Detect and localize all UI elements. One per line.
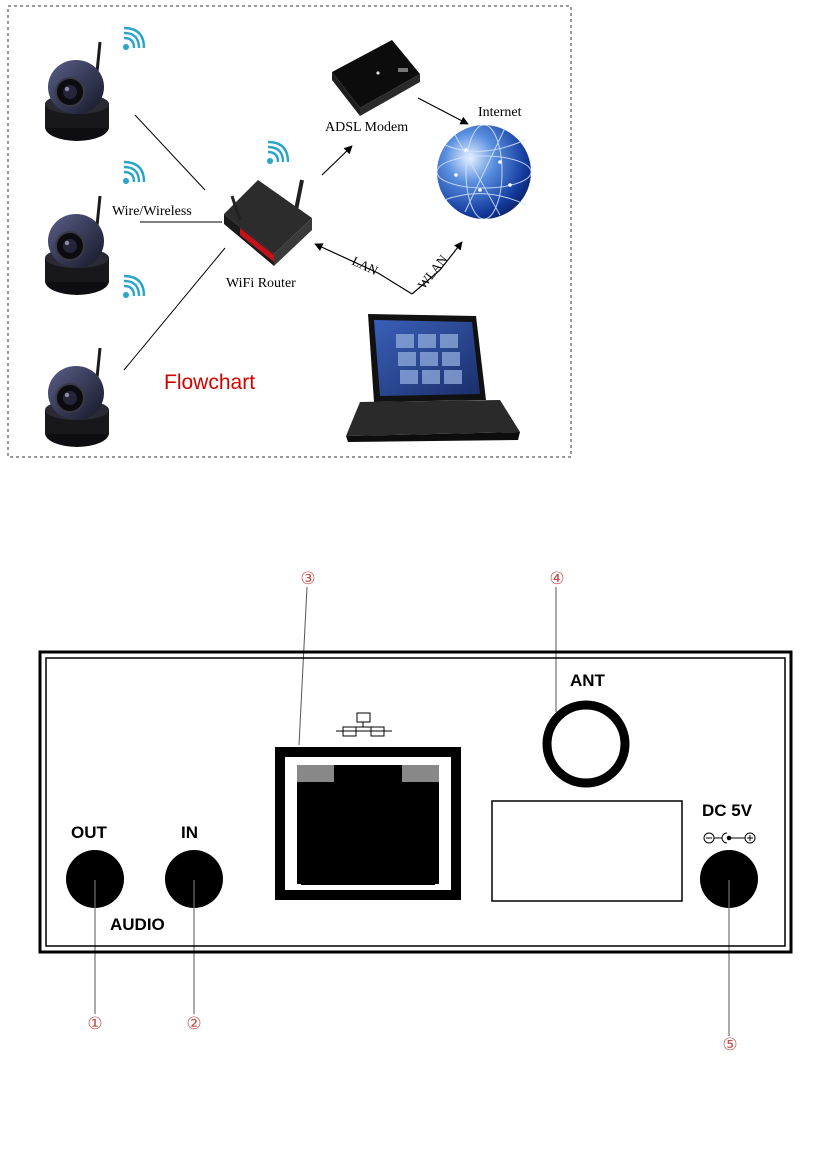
internet-label: Internet: [478, 105, 522, 120]
adsl-modem-label: ADSL Modem: [325, 120, 408, 135]
rear-panel-diagram: OUT IN AUDIO ANT DC 5V ③ ④ ① ② ⑤: [40, 569, 791, 1054]
network-icon: [336, 713, 392, 736]
antenna-connector: [547, 705, 625, 783]
callout-2: ②: [186, 1014, 201, 1033]
callout-4: ④: [549, 569, 564, 588]
flowchart-title: Flowchart: [164, 371, 255, 394]
flowchart-diagram: Wire/Wireless ADSL Modem Internet WiFi R…: [8, 6, 571, 457]
dc-polarity-icon: [704, 833, 755, 843]
callout-1: ①: [87, 1014, 102, 1033]
internet-globe: [437, 125, 531, 219]
callout-3-leader: [299, 587, 307, 745]
ethernet-port: [275, 747, 461, 900]
callout-5: ⑤: [722, 1035, 737, 1054]
dc-label: DC 5V: [702, 801, 753, 820]
audio-out-label: OUT: [71, 823, 108, 842]
wire-wireless-label: Wire/Wireless: [112, 204, 192, 219]
ant-label: ANT: [570, 671, 606, 690]
panel-slot: [492, 801, 682, 901]
callout-3: ③: [300, 569, 315, 588]
audio-label: AUDIO: [110, 915, 165, 934]
wifi-router-label: WiFi Router: [226, 276, 296, 291]
audio-in-label: IN: [181, 823, 198, 842]
